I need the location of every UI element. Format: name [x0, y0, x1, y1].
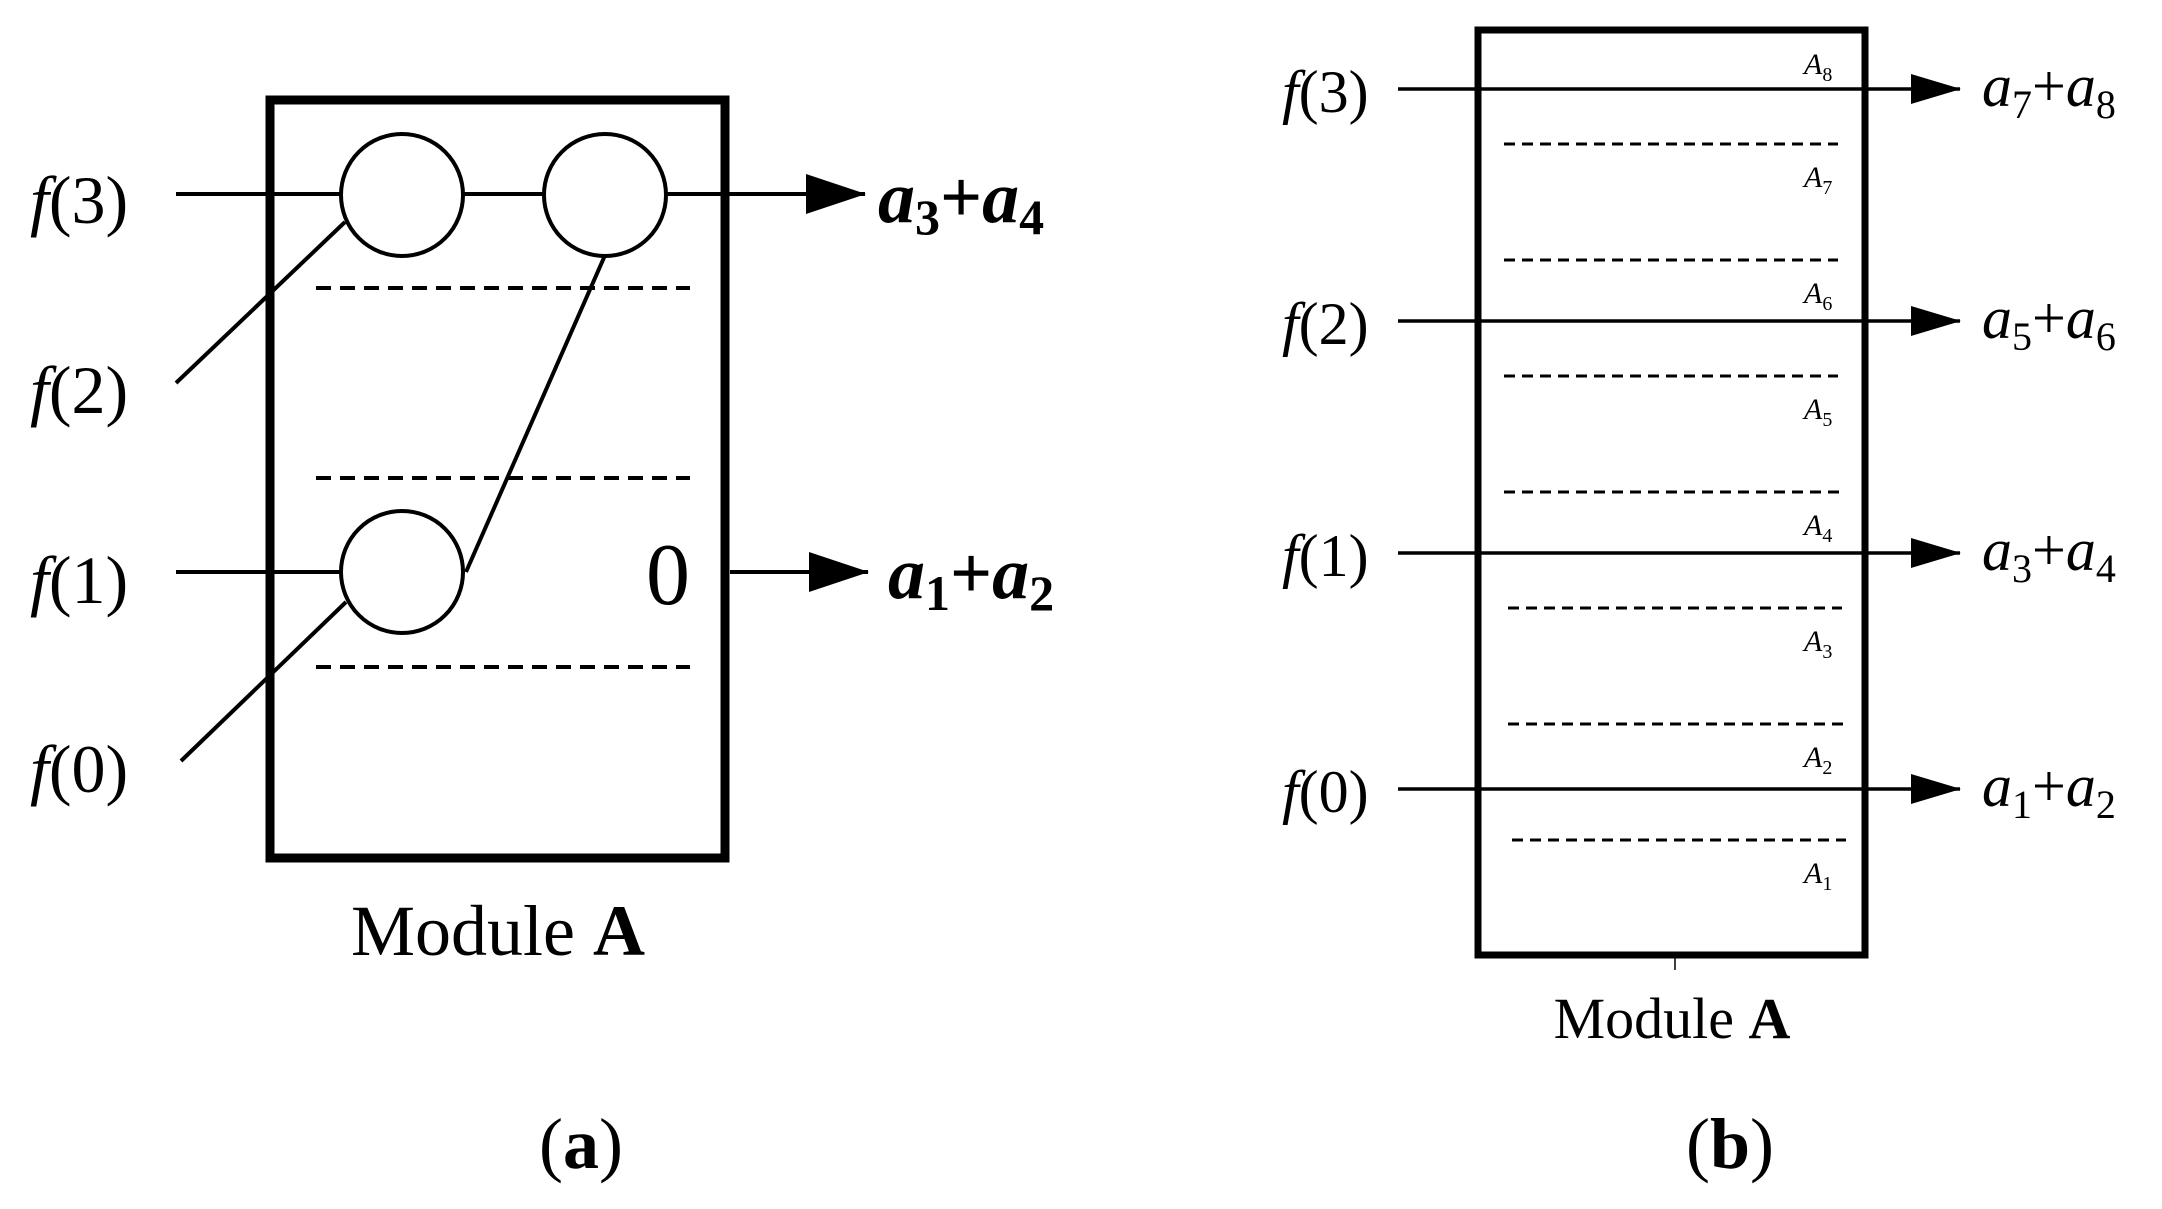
adder-node — [339, 509, 465, 635]
panel-a: 0 f(3) f(2) f(1) f(0) a3+a4 a1+a2 Module… — [30, 95, 1054, 1184]
caption-b: (b) — [1686, 1104, 1774, 1184]
module-label-b: Module A — [1554, 986, 1791, 1051]
output-label-a7-a8: a7+a8 — [1982, 53, 2116, 127]
input-label-f2: f(2) — [30, 352, 128, 428]
connector-line — [464, 252, 608, 573]
cell-label-a1: A1 — [1802, 857, 1832, 895]
cell-label-a4: A4 — [1802, 509, 1832, 547]
input-line-f0 — [179, 600, 348, 763]
zero-label: 0 — [646, 527, 690, 624]
module-b-box — [1474, 26, 1869, 959]
module-label-a: Module A — [351, 891, 645, 971]
cell-label-a3: A3 — [1802, 625, 1832, 663]
adder-node — [339, 132, 465, 258]
input-label-f2: f(2) — [1282, 291, 1369, 357]
input-label-f0: f(0) — [30, 731, 128, 807]
output-label-a3-a4: a3+a4 — [878, 157, 1044, 245]
input-line-f2 — [174, 220, 347, 385]
output-label-a5-a6: a5+a6 — [1982, 285, 2116, 359]
input-label-f1: f(1) — [1282, 523, 1369, 589]
module-a-box — [265, 95, 730, 863]
input-label-f3: f(3) — [1282, 59, 1369, 125]
cell-label-a7: A7 — [1802, 161, 1832, 199]
output-label-a3-a4: a3+a4 — [1982, 517, 2116, 591]
output-label-a1-a2: a1+a2 — [888, 533, 1054, 621]
cell-label-a2: A2 — [1802, 741, 1832, 779]
input-label-f3: f(3) — [30, 162, 128, 238]
adder-node — [542, 132, 668, 258]
cell-label-a5: A5 — [1802, 393, 1832, 431]
output-label-a1-a2: a1+a2 — [1982, 753, 2116, 827]
input-label-f0: f(0) — [1282, 759, 1369, 825]
caption-a: (a) — [539, 1104, 623, 1184]
panel-b: A8 A7 A6 A5 A4 A3 A2 A1 f(3) f(2) f(1) f… — [1282, 26, 2116, 1184]
cell-label-a6: A6 — [1802, 277, 1832, 315]
cell-label-a8: A8 — [1802, 48, 1832, 86]
input-label-f1: f(1) — [30, 542, 128, 618]
